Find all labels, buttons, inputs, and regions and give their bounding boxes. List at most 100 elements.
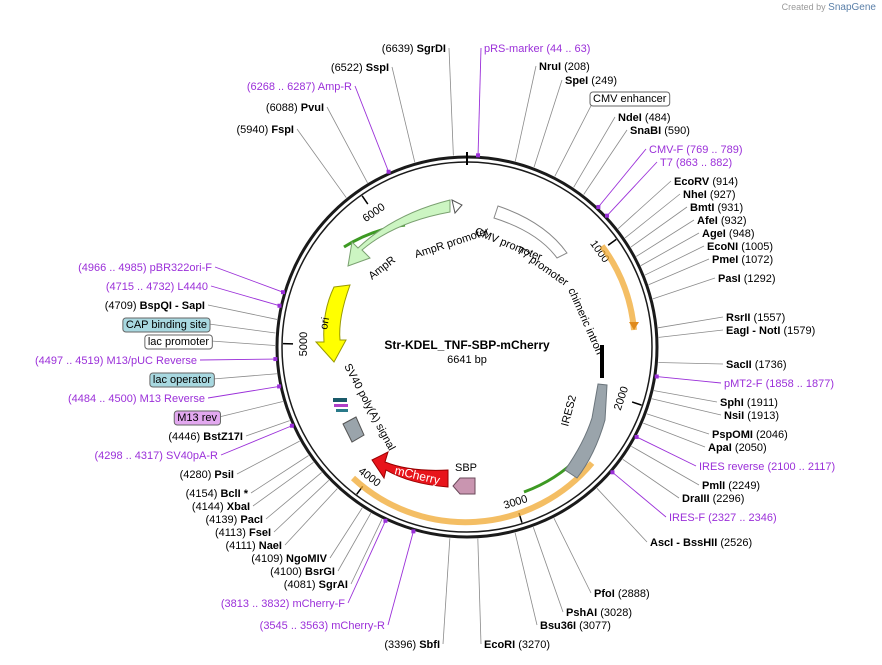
leader-line <box>391 66 416 163</box>
leader-line <box>387 531 414 626</box>
label-bsrgi-pos: (4100) <box>270 566 302 578</box>
label-econi-pos: (1005) <box>741 241 773 253</box>
label-ndei-pos: (484) <box>645 112 671 124</box>
label-sgrai-pos: (4081) <box>284 579 316 591</box>
plasmid-name: Str-KDEL_TNF-SBP-mCherry <box>384 338 550 352</box>
label-pmt2-f-name: pMT2-F <box>724 378 763 390</box>
label-pfoi: PfoI (2888) <box>594 588 650 600</box>
label-cap-binding-site: CAP binding site <box>126 319 207 331</box>
label-econi-name: EcoNI <box>707 241 738 253</box>
leader-line <box>573 116 616 188</box>
label-m13-puc-reverse-range: (4497 .. 4519) <box>35 355 104 367</box>
tick-label-2000: 2000 <box>612 385 631 412</box>
label-asci-bsshii-name: AscI - BssHII <box>650 537 717 549</box>
label-draiii-pos: (2296) <box>713 493 745 505</box>
label-spei-pos: (249) <box>591 75 617 87</box>
label-sacii-name: SacII <box>726 359 752 371</box>
label-box-m13-rev <box>173 410 221 426</box>
label-sgrdi-name: SgrDI <box>417 43 446 55</box>
leader-line <box>652 277 716 300</box>
label-pmli-name: PmlI <box>702 480 725 492</box>
label-bspqi-sapi-name: BspQI - SapI <box>140 300 205 312</box>
leader-line <box>199 358 276 361</box>
label-pspomi-pos: (2046) <box>756 429 788 441</box>
label-pspomi: PspOMI (2046) <box>712 429 788 441</box>
lac-element-3 <box>336 409 348 412</box>
label-m13-puc-reverse-name: M13/pUC Reverse <box>107 355 197 367</box>
label-m13-reverse-range: (4484 .. 4500) <box>68 393 137 405</box>
label-pmli: PmlI (2249) <box>702 480 760 492</box>
label-nsii-pos: (1913) <box>747 410 779 422</box>
leader-line <box>596 488 648 543</box>
leader-line <box>250 455 309 494</box>
leader-line <box>514 532 538 626</box>
primer-site-marker <box>280 290 285 295</box>
label-pspomi-name: PspOMI <box>712 429 753 441</box>
leader-line <box>265 472 322 520</box>
label-nsii-name: NsiI <box>724 410 744 422</box>
tick-mark-1000 <box>607 238 617 246</box>
label-pshai: PshAI (3028) <box>566 607 632 619</box>
label-box-lac-operator <box>149 372 215 388</box>
snapgene-brand: Created by SnapGene <box>782 2 876 13</box>
label-ecorv-name: EcoRV <box>674 176 710 188</box>
leader-line <box>554 97 596 177</box>
label-pasi-name: PasI <box>718 273 741 285</box>
label-sgrai: (4081) SgrAI <box>284 579 348 591</box>
leader-line <box>296 128 347 198</box>
sv40-polya-marker <box>342 416 365 443</box>
label-nhei-pos: (927) <box>710 189 736 201</box>
label-sv40pa-r: (4298 .. 4317) SV40pA-R <box>94 450 218 462</box>
label-eagi-noti: EagI - NotI (1579) <box>726 325 815 337</box>
cmv-arc-arrowhead <box>629 322 639 330</box>
leader-line <box>640 232 700 266</box>
ires2-label: IRES2 <box>559 394 579 428</box>
label-cmv-f-range: (769 .. 789) <box>686 144 742 156</box>
ori-label: ori <box>318 316 332 330</box>
label-cmv-enhancer-name: CMV enhancer <box>593 93 667 105</box>
primer-site-marker <box>605 213 610 218</box>
label-cmv-enhancer: CMV enhancer <box>593 93 667 105</box>
label-bcli-pos: (4154) <box>186 488 218 500</box>
label-paci-name: PacI <box>240 514 263 526</box>
label-lac-promoter: lac promoter <box>148 336 209 348</box>
label-bstz17i-pos: (4446) <box>168 431 200 443</box>
label-mcherry-f-name: mCherry-F <box>292 598 345 610</box>
label-l4440: (4715 .. 4732) L4440 <box>106 281 208 293</box>
label-ires-reverse-range: (2100 .. 2117) <box>767 461 835 473</box>
sbp-label: SBP <box>455 462 477 474</box>
label-fsei-pos: (4113) <box>215 527 246 539</box>
label-ngomiv-pos: (4109) <box>251 553 283 565</box>
label-pasi: PasI (1292) <box>718 273 776 285</box>
label-nrui-pos: (208) <box>564 61 590 73</box>
leader-line <box>284 488 338 546</box>
label-sgrdi: (6639) SgrDI <box>382 43 446 55</box>
label-box-lac-promoter <box>144 334 213 350</box>
tick-mark-6000 <box>361 195 369 205</box>
label-pvui-name: PvuI <box>301 102 324 114</box>
label-prs-marker: pRS-marker (44 .. 63) <box>484 43 590 55</box>
leader-line <box>245 420 290 437</box>
leader-line <box>657 316 724 329</box>
label-pmei: PmeI (1072) <box>712 254 773 266</box>
label-ires-f: IRES-F (2327 .. 2346) <box>669 512 777 524</box>
label-l4440-range: (4715 .. 4732) <box>106 281 175 293</box>
label-box-cap-binding-site <box>122 317 211 333</box>
leader-line <box>643 422 706 448</box>
label-sbfi: (3396) SbfI <box>384 639 440 651</box>
leader-line <box>214 266 284 293</box>
label-snabi: SnaBI (590) <box>630 125 690 137</box>
label-fspi-name: FspI <box>271 124 294 136</box>
label-apai: ApaI (2050) <box>708 442 767 454</box>
label-snabi-name: SnaBI <box>630 125 661 137</box>
leader-line <box>624 193 681 239</box>
leader-line <box>220 425 293 456</box>
label-t7-range: (863 .. 882) <box>676 157 732 169</box>
label-bstz17i: (4446) BstZ17I <box>168 431 243 443</box>
leader-line <box>612 471 667 518</box>
label-nrui-name: NruI <box>539 61 561 73</box>
site-labels: (6639) SgrDI pRS-marker (44 .. 63) NruI (2… <box>35 43 835 651</box>
cmv-promoter-outer-arc <box>599 244 637 331</box>
leader-line <box>514 65 537 162</box>
label-spei: SpeI (249) <box>565 75 617 87</box>
